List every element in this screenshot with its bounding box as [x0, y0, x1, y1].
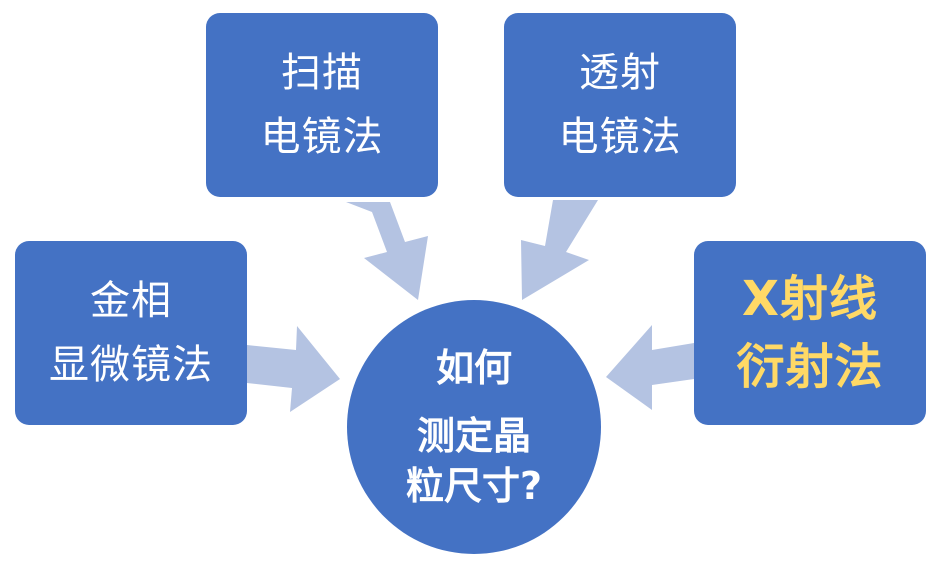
- method-optical-line-1: 金相: [90, 278, 172, 324]
- method-box-tem: 透射 电镜法: [504, 13, 736, 197]
- arrow-sem-to-center: [346, 202, 428, 300]
- method-box-sem: 扫描 电镜法: [206, 13, 438, 197]
- center-line-3: 粒尺寸?: [405, 464, 543, 508]
- arrow-optical-to-center: [247, 326, 340, 412]
- method-xrd-line-1: X射线: [741, 271, 878, 327]
- method-xrd-line-2: 衍射法: [736, 339, 884, 395]
- center-line-1: 如何: [435, 346, 512, 390]
- method-sem-line-2: 电镜法: [260, 114, 384, 160]
- method-box-optical: 金相 显微镜法: [15, 241, 247, 425]
- method-sem-line-1: 扫描: [281, 50, 363, 96]
- method-tem-line-1: 透射: [579, 50, 661, 96]
- center-question-circle: 如何 测定晶 粒尺寸?: [347, 300, 601, 554]
- method-optical-line-2: 显微镜法: [49, 342, 213, 388]
- method-box-xrd: X射线 衍射法: [694, 241, 926, 425]
- arrow-tem-to-center: [521, 200, 598, 300]
- center-line-2: 测定晶: [416, 414, 531, 458]
- arrow-xrd-to-center: [606, 325, 694, 410]
- method-tem-line-2: 电镜法: [558, 114, 682, 160]
